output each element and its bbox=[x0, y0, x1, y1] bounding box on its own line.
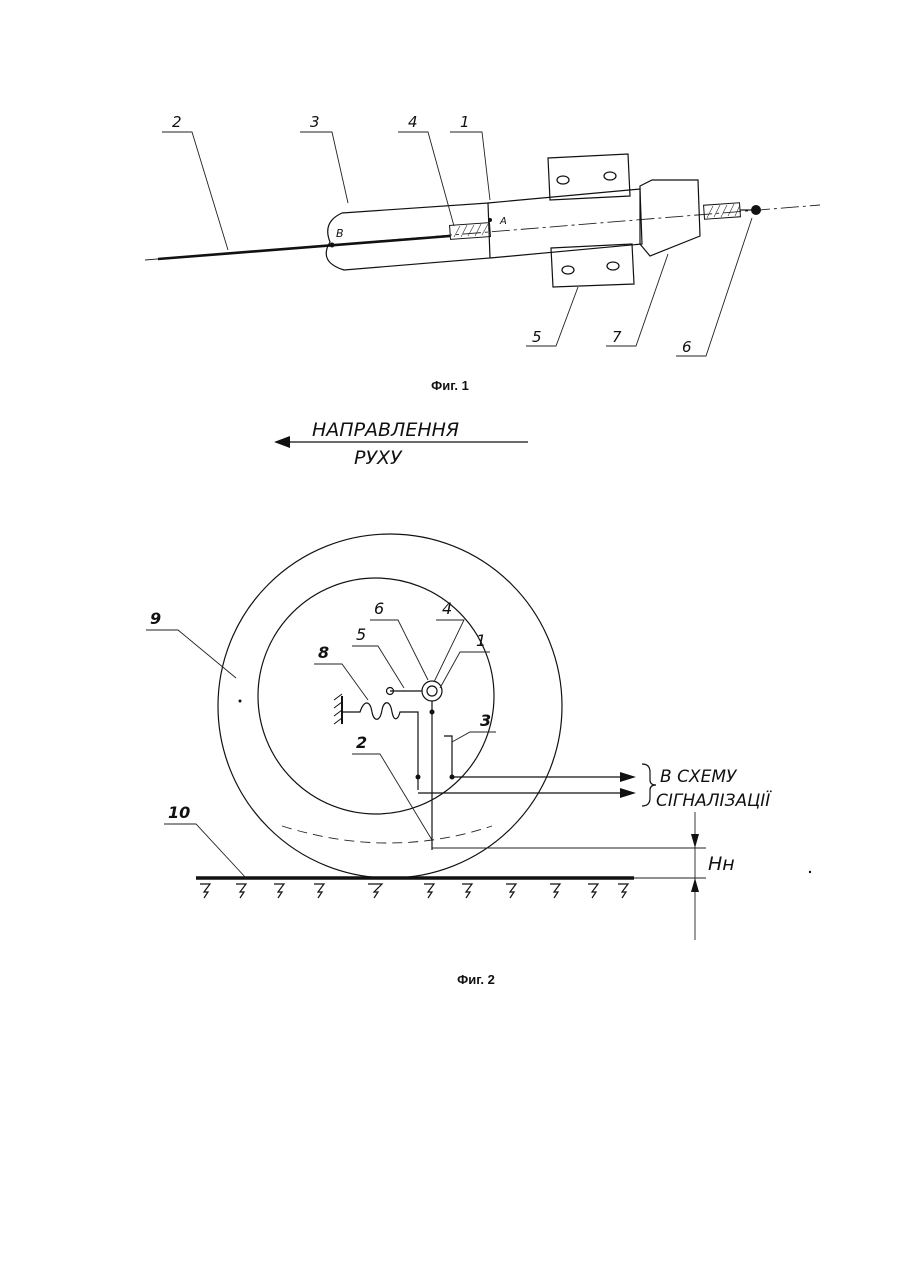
callout-9: 9 bbox=[150, 609, 161, 628]
leader-2 bbox=[352, 754, 432, 840]
bracket-hole bbox=[607, 262, 619, 270]
rod-joint bbox=[430, 710, 435, 715]
cable-end-ball bbox=[751, 205, 761, 215]
contact-point bbox=[416, 775, 421, 780]
spring-8-anchor-hatching bbox=[334, 694, 342, 724]
callout-1: 1 bbox=[460, 113, 470, 131]
leader-2 bbox=[162, 132, 228, 250]
point-label-a: A bbox=[499, 216, 507, 227]
callout-10: 10 bbox=[168, 803, 190, 822]
deformed-tire-contour bbox=[282, 826, 492, 843]
callout-5: 5 bbox=[356, 625, 366, 644]
callout-3: 3 bbox=[310, 113, 320, 131]
direction-label-line2: РУХУ bbox=[354, 447, 403, 469]
callout-4: 4 bbox=[442, 599, 452, 618]
leader-1 bbox=[440, 652, 490, 688]
callout-5: 5 bbox=[532, 328, 542, 346]
figure-1: 2 3 4 1 5 7 6 B A Фиг. 1 bbox=[145, 113, 820, 393]
leader-3 bbox=[452, 732, 496, 742]
callout-2: 2 bbox=[172, 113, 182, 131]
sensor-hub-1 bbox=[422, 681, 442, 701]
signal-label-line1: В СХЕМУ bbox=[660, 767, 738, 787]
bracket-5-bottom bbox=[551, 244, 634, 287]
figure-2: НАПРАВЛЕННЯ РУХУ bbox=[146, 419, 811, 987]
height-arrow-top bbox=[691, 834, 699, 848]
bracket-hole bbox=[604, 172, 616, 180]
figure-1-caption: Фиг. 1 bbox=[431, 378, 469, 393]
height-arrow-bottom bbox=[691, 878, 699, 892]
spring-8 bbox=[342, 703, 418, 790]
stray-dot bbox=[809, 871, 811, 873]
wheel-9-point bbox=[239, 700, 242, 703]
leader-9 bbox=[146, 630, 236, 678]
ground-hatching bbox=[200, 884, 628, 898]
contact-3 bbox=[444, 736, 452, 777]
leader-6 bbox=[370, 620, 428, 680]
callout-7: 7 bbox=[612, 328, 622, 346]
leader-1 bbox=[450, 132, 490, 200]
point-b-marker bbox=[330, 243, 335, 248]
cable-sleeve-hatching bbox=[707, 204, 740, 218]
callout-1: 1 bbox=[476, 631, 486, 650]
signal-arrowhead-2 bbox=[620, 788, 636, 798]
height-label: Hн bbox=[708, 853, 735, 875]
callout-4: 4 bbox=[408, 113, 418, 131]
insert-4-hatching bbox=[454, 224, 488, 237]
sensor-hub-inner bbox=[427, 686, 437, 696]
direction-label-line1: НАПРАВЛЕННЯ bbox=[312, 419, 459, 441]
callout-6: 6 bbox=[374, 599, 384, 618]
figure-2-caption: Фиг. 2 bbox=[457, 972, 495, 987]
clamp-7 bbox=[640, 180, 700, 256]
point-label-b: B bbox=[336, 227, 344, 240]
callout-8: 8 bbox=[318, 643, 329, 662]
bracket-hole bbox=[557, 176, 569, 184]
leader-5 bbox=[352, 646, 404, 688]
signal-brace bbox=[642, 764, 656, 806]
bracket-hole bbox=[562, 266, 574, 274]
leader-10 bbox=[164, 824, 246, 878]
point-a-marker bbox=[488, 218, 492, 222]
leader-3 bbox=[300, 132, 348, 203]
callout-3: 3 bbox=[480, 711, 491, 730]
leader-4 bbox=[398, 132, 454, 226]
direction-arrowhead bbox=[274, 436, 290, 448]
callout-6: 6 bbox=[682, 338, 692, 356]
leader-6 bbox=[676, 218, 752, 356]
signal-label-line2: СІГНАЛІЗАЦІЇ bbox=[656, 790, 772, 811]
tube-3 bbox=[326, 203, 490, 270]
cable-sleeve bbox=[704, 203, 741, 219]
signal-arrowhead-1 bbox=[620, 772, 636, 782]
callout-2: 2 bbox=[356, 733, 367, 752]
rod-2 bbox=[158, 236, 450, 259]
